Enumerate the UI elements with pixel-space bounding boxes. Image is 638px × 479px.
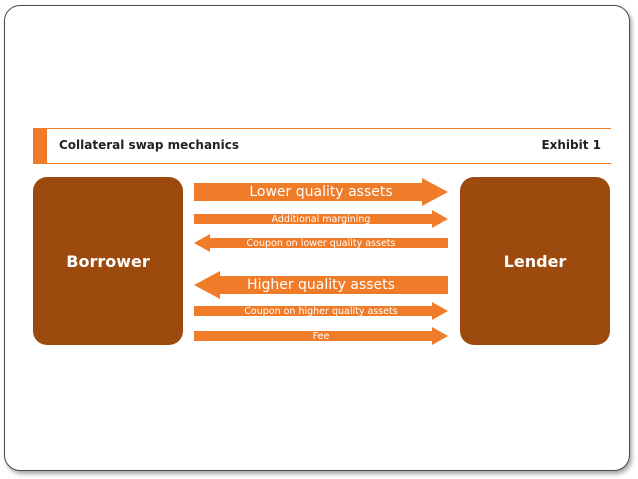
- arrow-right-icon: [194, 178, 448, 206]
- arrow-left-icon: [194, 271, 448, 299]
- flow-arrow-shape: [194, 234, 448, 252]
- flow-arrow-6: Fee: [194, 327, 448, 345]
- flow-arrow-label: Lower quality assets: [249, 184, 393, 200]
- arrow-right-icon: [194, 210, 448, 228]
- lender-box: Lender: [460, 177, 610, 345]
- arrow-left-icon: [194, 234, 448, 252]
- flow-arrow-shape: [194, 210, 448, 228]
- flow-arrow-shape: [194, 327, 448, 345]
- borrower-label: Borrower: [66, 251, 150, 271]
- exhibit-header: Collateral swap mechanics Exhibit 1: [33, 128, 611, 164]
- flow-arrow-shape: [194, 178, 448, 206]
- lender-label: Lender: [503, 251, 567, 271]
- flow-arrow-label: Higher quality assets: [247, 277, 395, 293]
- header-accent-bar: [33, 129, 47, 163]
- arrow-right-icon: [194, 327, 448, 345]
- arrow-right-icon: [194, 302, 448, 320]
- flow-arrow-shape: [194, 271, 448, 299]
- flow-arrow-1: Lower quality assets: [194, 178, 448, 206]
- flow-arrow-3: Coupon on lower quality assets: [194, 234, 448, 252]
- flow-arrow-5: Coupon on higher quality assets: [194, 302, 448, 320]
- flow-arrow-2: Additional margining: [194, 210, 448, 228]
- flow-arrow-label: Additional margining: [271, 213, 371, 225]
- exhibit-number: Exhibit 1: [541, 138, 601, 152]
- flow-arrow-shape: [194, 302, 448, 320]
- borrower-box: Borrower: [33, 177, 183, 345]
- exhibit-title: Collateral swap mechanics: [59, 138, 239, 152]
- flow-arrow-label: Coupon on higher quality assets: [244, 305, 398, 317]
- flow-arrow-4: Higher quality assets: [194, 271, 448, 299]
- flow-arrow-label: Coupon on lower quality assets: [246, 237, 396, 249]
- flow-arrow-label: Fee: [312, 330, 330, 342]
